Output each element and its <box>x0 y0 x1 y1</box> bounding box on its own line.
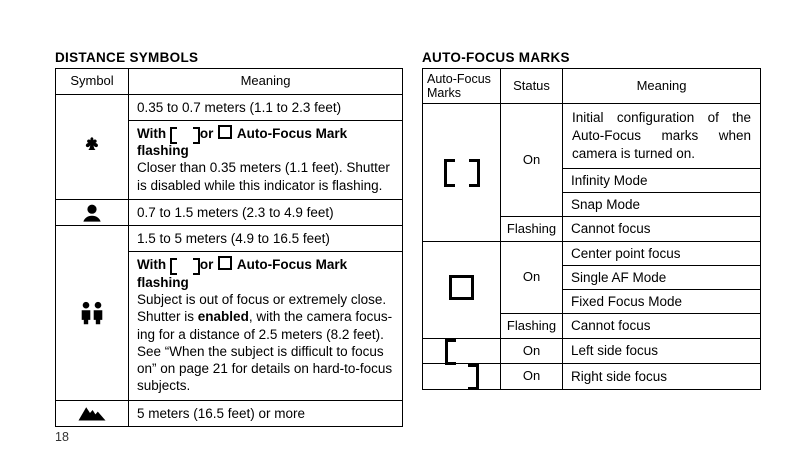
distance-range: 0.7 to 1.5 meters (2.3 to 4.9 feet) <box>128 198 403 227</box>
distance-note: With or Auto-Focus Mark flashing Closer … <box>128 119 403 200</box>
status-value: On <box>500 337 563 365</box>
table-row: On Center point focus <box>422 240 761 339</box>
header-marks-line2: Marks <box>427 86 462 100</box>
auto-focus-marks-heading: AUTO-FOCUS MARKS <box>422 50 570 65</box>
note-body-text: Shutter is <box>137 309 195 325</box>
status-value: On <box>500 102 563 218</box>
table-row: Flashing Cannot focus <box>423 216 761 242</box>
flower-macro-icon <box>56 134 128 160</box>
header-symbol: Symbol <box>55 68 129 95</box>
meaning-value: Single AF Mode <box>562 264 761 291</box>
meaning-value: Fixed Focus Mode <box>562 289 761 315</box>
distance-range: 5 meters (16.5 feet) or more <box>128 399 403 427</box>
meaning-value: Cannot focus <box>562 313 761 339</box>
note-heading: With or Auto-Focus Mark flashing <box>137 256 394 291</box>
meaning-value: Left side focus <box>562 337 761 365</box>
auto-focus-marks-table: Auto-Focus Marks Status Meaning On Initi… <box>422 68 761 391</box>
table-row: 0.35 to 0.7 meters (1.1 to 2.3 feet) <box>55 93 403 200</box>
note-body-line: Closer than 0.35 meters (1.1 feet). Shut… <box>137 160 390 176</box>
header-status: Status <box>500 68 563 104</box>
note-enabled-emphasis: enabled <box>197 309 249 325</box>
note-or-label: or <box>199 257 214 273</box>
table-row: 0.7 to 1.5 meters (2.3 to 4.9 feet) <box>55 198 403 227</box>
status-value: Flashing <box>500 313 563 339</box>
note-body-text: , with the camera focus- <box>248 309 393 325</box>
meaning-value: Infinity Mode <box>562 167 761 194</box>
table-row: On Initial configuration of the Auto-Foc… <box>422 102 761 242</box>
note-mark-flashing-label: Auto-Focus Mark flashing <box>137 257 348 290</box>
marks-cell-bracket-pair <box>422 103 501 242</box>
two-people-group-icon <box>56 300 128 326</box>
note-or-label: or <box>199 125 214 141</box>
distance-note: With or Auto-Focus Mark flashing Subject… <box>128 251 403 401</box>
table-row: On Right side focus <box>422 363 761 391</box>
table-row: Fixed Focus Mode <box>423 289 761 315</box>
distance-range: 0.35 to 0.7 meters (1.1 to 2.3 feet) <box>128 93 403 121</box>
table-row: 1.5 to 5 meters (4.9 to 16.5 feet) <box>55 225 403 401</box>
distance-symbols-heading: DISTANCE SYMBOLS <box>55 50 199 65</box>
table-row: Flashing Cannot focus <box>423 313 761 339</box>
distance-symbols-table: Symbol Meaning 0.35 to 0.7 meters (1.1 t… <box>55 68 403 427</box>
note-with-label: With <box>137 125 167 141</box>
note-mark-flashing-label: Auto-Focus Mark flashing <box>137 125 348 159</box>
square-mark-icon <box>449 274 474 300</box>
symbol-cell-group <box>55 225 129 401</box>
note-body-line: subjects. <box>137 378 191 394</box>
meaning-value: Right side focus <box>562 363 761 390</box>
header-marks-line1: Auto-Focus <box>427 72 491 86</box>
table-row: Snap Mode <box>423 192 761 218</box>
meaning-value: Center point focus <box>562 240 761 266</box>
header-auto-focus-marks: Auto-Focus Marks <box>422 68 501 104</box>
distance-range: 1.5 to 5 meters (4.9 to 16.5 feet) <box>128 225 403 253</box>
table-row: With or Auto-Focus Mark flashing Closer … <box>56 119 403 200</box>
table-header-row: Symbol Meaning <box>55 68 403 95</box>
square-mark-icon <box>218 124 233 139</box>
table-row: With or Auto-Focus Mark flashing Subject… <box>56 251 403 401</box>
table-row: Infinity Mode <box>423 167 761 194</box>
note-body-line: is disabled while this indicator is flas… <box>137 177 383 193</box>
status-value: On <box>500 363 563 390</box>
note-with-label: With <box>137 257 167 273</box>
marks-cell-left-bracket <box>422 337 501 365</box>
meaning-line: Auto-Focus marks when <box>572 127 751 143</box>
bracket-pair-icon <box>169 126 200 144</box>
bracket-pair-mark-icon <box>438 159 486 188</box>
status-value: On <box>500 240 563 315</box>
meaning-value: Cannot focus <box>562 216 761 242</box>
symbol-cell-macro <box>55 93 129 200</box>
marks-cell-right-bracket <box>422 363 501 391</box>
mountain-landscape-icon <box>56 405 128 422</box>
square-mark-icon <box>218 256 233 271</box>
status-value: Flashing <box>500 216 563 242</box>
header-meaning: Meaning <box>128 68 403 95</box>
bracket-pair-icon <box>169 258 200 276</box>
meaning-line: camera is turned on. <box>572 145 696 161</box>
note-body-line: See “When the subject is difficult to fo… <box>137 343 384 359</box>
note-body-line: Subject is out of focus or extremely clo… <box>137 292 387 308</box>
right-bracket-mark-icon <box>438 364 486 391</box>
marks-cell-square <box>422 240 501 339</box>
page-number: 18 <box>55 430 69 444</box>
symbol-cell-portrait <box>55 198 129 227</box>
meaning-value: Initial configuration of the Auto-Focus … <box>562 103 761 169</box>
header-meaning: Meaning <box>562 68 761 104</box>
table-row: On Left side focus <box>422 337 761 365</box>
note-heading: With or Auto-Focus Mark flashing <box>137 124 394 160</box>
meaning-line: Initial configuration of the <box>572 110 751 125</box>
note-body-line: ing for a distance of 2.5 meters (8.2 fe… <box>137 326 384 342</box>
left-bracket-mark-icon <box>438 338 486 365</box>
table-row: 5 meters (16.5 feet) or more <box>55 399 403 427</box>
table-header-row: Auto-Focus Marks Status Meaning <box>422 68 761 104</box>
person-portrait-icon <box>56 202 128 224</box>
meaning-value: Snap Mode <box>562 192 761 218</box>
symbol-cell-landscape <box>55 399 129 427</box>
note-body-line: Shutter is enabled, with the camera focu… <box>137 308 394 325</box>
note-body-line: on” on page 21 for details on hard-to-fo… <box>137 361 393 377</box>
